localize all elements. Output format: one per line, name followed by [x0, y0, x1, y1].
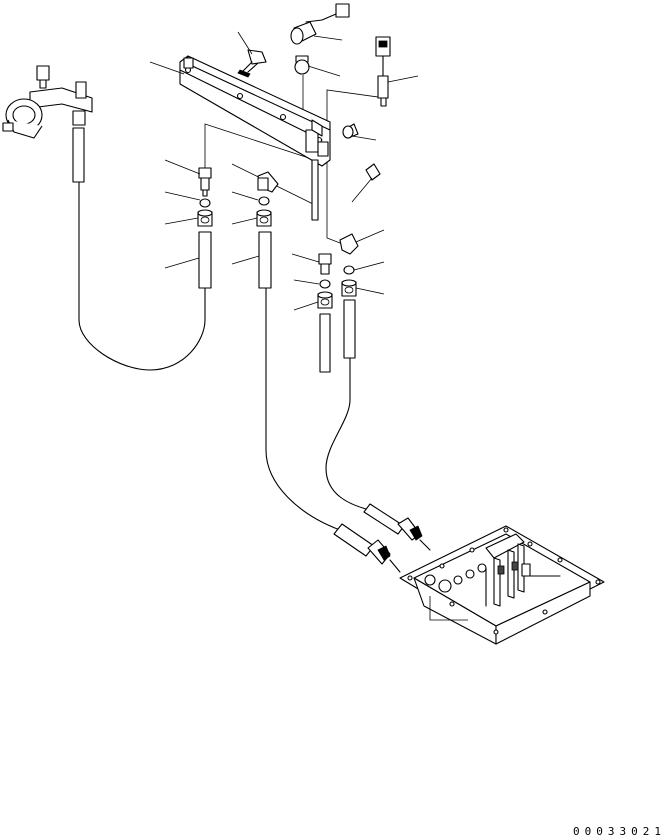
leader-right-5 — [353, 261, 385, 271]
fitting-stack-right-a — [317, 253, 333, 373]
leader-mid-2 — [231, 217, 258, 225]
electrical-connector — [375, 36, 391, 107]
gauge-panel-box — [399, 525, 605, 645]
leader-fitting-a — [351, 135, 377, 141]
leader-panel — [429, 596, 468, 621]
leader-left-2 — [164, 191, 201, 201]
small-fittings-right — [342, 123, 381, 181]
hose-right-long — [325, 357, 371, 511]
leader-connector — [387, 75, 419, 83]
leader-left-3 — [164, 217, 199, 225]
leader-left-1 — [164, 159, 201, 175]
hose-connector-lower-right — [363, 503, 431, 551]
leader-right-6 — [355, 287, 385, 295]
hose-valve-loop — [78, 181, 206, 371]
mounting-bracket — [179, 55, 331, 221]
callout-leaders — [149, 31, 468, 621]
sensor-fitting — [294, 55, 310, 75]
hose-lines — [78, 75, 386, 531]
leader-fitting-b — [351, 177, 373, 203]
leader-sensor — [307, 65, 341, 77]
control-valve — [2, 65, 93, 183]
fitting-stack-middle — [256, 171, 279, 289]
drawing-code: 00033021 — [573, 825, 666, 838]
leader-right-1 — [291, 253, 320, 263]
leader-right-3 — [293, 301, 319, 311]
fitting-stack-right-b — [339, 233, 359, 359]
leader-switch — [313, 35, 343, 41]
hose-middle-long — [265, 287, 341, 531]
leader-mid-1 — [231, 191, 259, 201]
line-switch-right — [326, 89, 386, 247]
leader-right-2 — [293, 279, 320, 285]
leader-right-4 — [355, 229, 385, 243]
leader-bolt — [237, 31, 253, 55]
leader-bracket — [149, 61, 185, 75]
leader-left-4 — [164, 257, 200, 269]
bolt — [237, 49, 267, 78]
pressure-switch — [290, 3, 350, 45]
leader-mid-3 — [231, 255, 260, 265]
hose-connector-lower-left — [333, 523, 401, 573]
fitting-stack-left — [197, 167, 213, 289]
